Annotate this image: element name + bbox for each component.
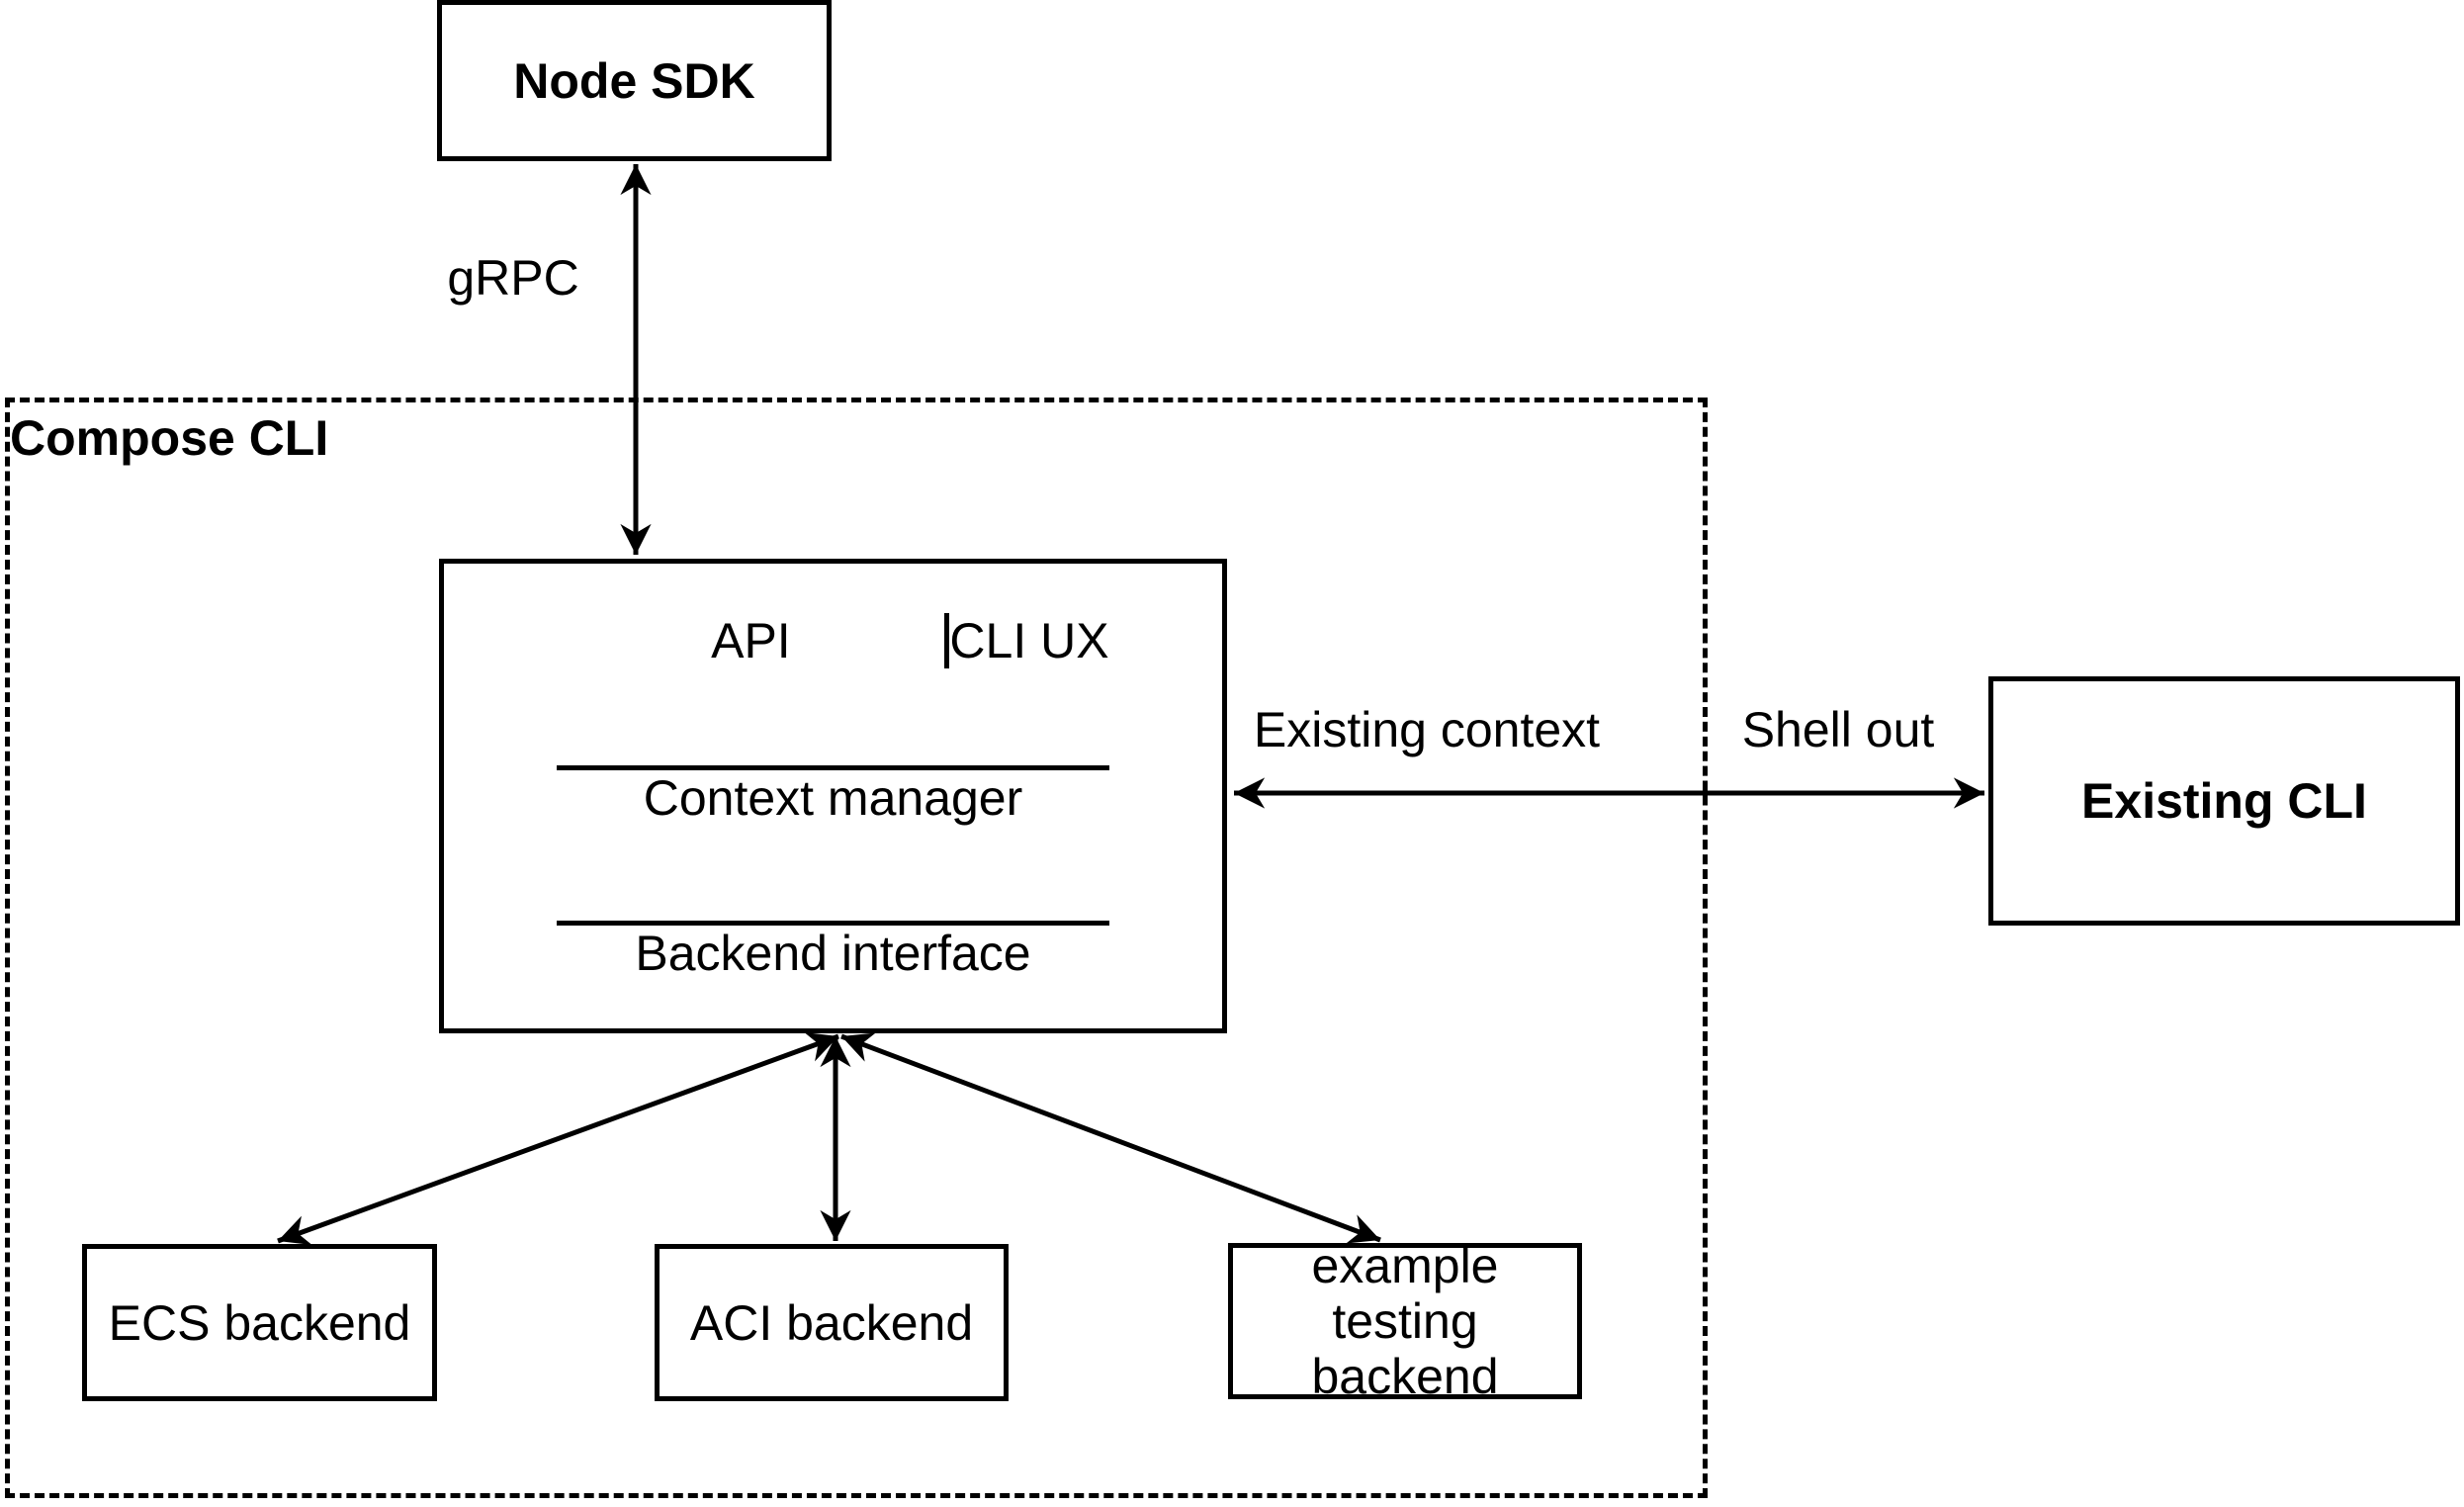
cli-ux-label: CLI UX [949,613,1109,669]
context-manager-cell: Context manager [557,765,1109,827]
existing-cli-box: Existing CLI [1988,676,2460,926]
api-cliux-row: API CLI UX [557,613,1109,669]
example-testing-backend-box: example testing backend [1228,1238,1582,1404]
ecs-backend-box: ECS backend [82,1244,437,1401]
backend-interface-cell: Backend interface [557,921,1109,982]
node-sdk-box: Node SDK [437,0,832,161]
compose-cli-core-box: API CLI UX Context manager Backend inter… [439,559,1227,1033]
ecs-backend-label: ECS backend [108,1294,411,1351]
api-cell: API [557,613,950,669]
aci-backend-box: ACI backend [655,1244,1009,1401]
backend-interface-label: Backend interface [635,926,1031,982]
existing-context-edge-label: Existing context [1253,702,1601,757]
context-manager-label: Context manager [643,770,1023,827]
grpc-edge-label: gRPC [447,250,579,306]
backend-to-ecs-arrow [277,1032,839,1245]
compose-cli-label: Compose CLI [10,410,329,466]
aci-backend-label: ACI backend [689,1294,974,1351]
example-testing-backend-label: example testing backend [1311,1238,1499,1404]
api-label: API [711,613,791,669]
node-sdk-label: Node SDK [513,52,755,109]
cli-ux-cell: CLI UX [949,613,1108,668]
shell-out-edge-label: Shell out [1741,702,1935,757]
backend-to-example-arrow [840,1032,1381,1244]
compose-cli-container: Compose CLI [5,398,1708,1498]
existing-cli-label: Existing CLI [2081,773,2367,829]
